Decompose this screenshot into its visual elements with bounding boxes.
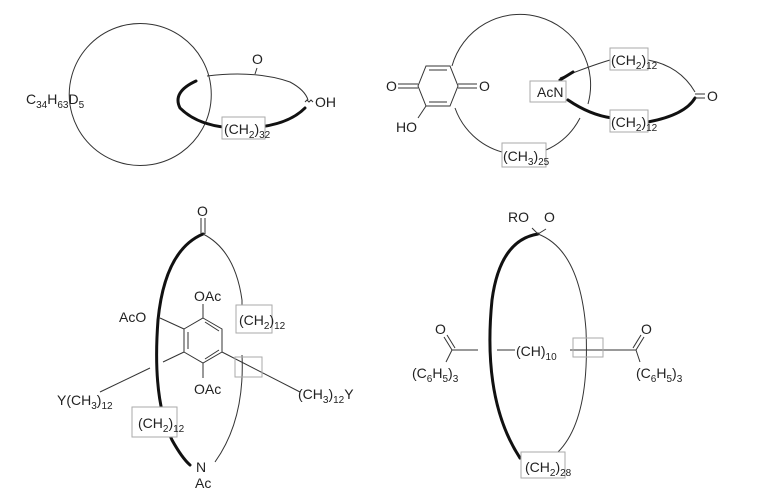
right-trityl: (C6H5)3 [636,365,683,385]
chain-label: (CH2)28 [525,459,572,479]
nitrogen-label: N [196,459,206,475]
small-ring-top [206,73,309,101]
lower-chain-box [609,109,649,133]
left-chain-label: (CH2)12 [138,415,185,435]
crossing-box [234,356,263,378]
ring-thick-side [155,232,205,467]
rotaxane-bottom-right: RO O (CH)10 O (C6H5)3 O (C6H5)3 (CH2)28 [412,209,683,479]
wavy-bond [304,99,314,103]
ring-formula: C34H63D5 [26,91,85,111]
left-arm-label: Y(CH3)12 [57,392,113,412]
carbonyl-o: O [252,51,263,67]
chain-box [520,451,566,479]
ring-thin-side [202,233,243,463]
right-chain-box [235,304,273,334]
ester-o: O [544,209,555,225]
left-chain-box [131,406,178,438]
chain-box [221,116,266,140]
ester-ro: RO [508,209,529,225]
large-ring [451,13,592,153]
right-arm-label: (CH3)12Y [298,386,354,406]
acetyl-label: Ac [195,475,211,491]
lower-chain-label: (CH2)12 [611,114,658,134]
benzene-ring [99,304,301,393]
small-ring-bottom [176,79,307,130]
left-aco: AcO [119,309,146,325]
carbonyl-bond [254,67,258,75]
large-ring [68,23,212,166]
left-carbonyl-o: O [435,321,446,337]
amide-label: AcN [537,84,563,100]
amide-box [529,80,567,103]
chain-box [501,142,547,168]
left-oxo: O [386,78,397,94]
left-trityl: (C6H5)3 [412,365,459,385]
catenane-top-right: O O HO (CH3)25 AcN (CH2)12 (CH2)12 O [386,13,718,168]
chain-label: (CH3)25 [503,148,550,168]
top-oac: OAc [194,288,221,304]
ring-thick-side [488,232,540,460]
crossing-box [572,337,604,358]
small-ring-bottom [558,70,697,124]
right-carbonyl-o: O [641,321,652,337]
carbonyl-o: O [707,88,718,104]
axle-label: (CH)10 [516,343,557,363]
catenane-bottom-left: O OAc OAc AcO (CH2)12 (CH2)12 Y(CH3)12 (… [57,203,354,491]
hydroxy-label: HO [396,119,417,135]
carbonyl-o: O [197,203,208,219]
bottom-oac: OAc [194,381,221,397]
upper-chain-label: (CH2)12 [611,52,658,72]
catenane-top-left: C34H63D5 O OH (CH2)32 [26,23,336,166]
right-chain-label: (CH2)12 [239,312,286,332]
quinone-ring [398,65,477,119]
upper-chain-box [609,47,649,71]
right-oxo: O [479,78,490,94]
ring-thin-side [537,233,587,453]
chain-label: (CH2)32 [224,121,271,141]
hydroxyl-label: OH [315,94,336,110]
